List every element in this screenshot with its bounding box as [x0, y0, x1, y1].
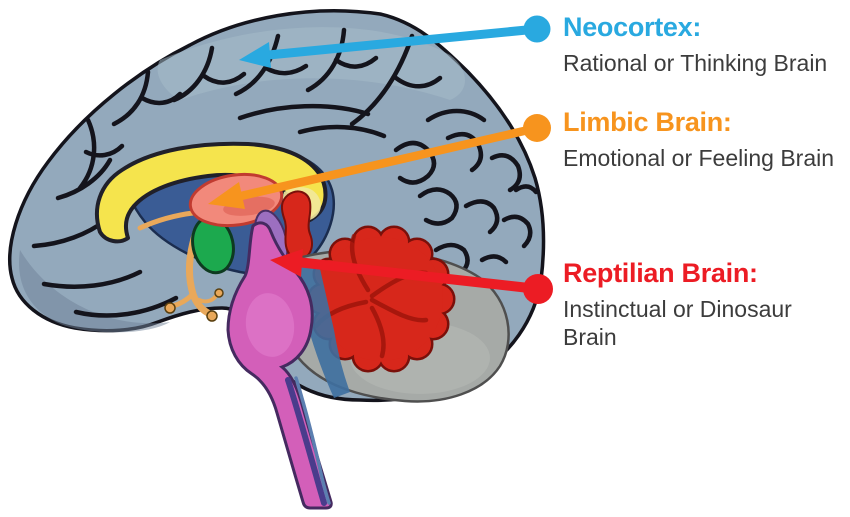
cortex-shadow — [19, 250, 170, 333]
neocortex-label: Neocortex: Rational or Thinking Brain — [563, 12, 850, 77]
ventricle-wedge-shape — [300, 260, 350, 398]
reptilian-title: Reptilian Brain: — [563, 258, 758, 288]
reptilian-label: Reptilian Brain: Instinctual or Dinosaur… — [563, 258, 850, 351]
neocortex-dot — [523, 15, 551, 43]
limbic-callout — [208, 114, 551, 209]
limbic-title: Limbic Brain: — [563, 107, 732, 137]
sulci-lines — [31, 27, 539, 318]
neocortex-arrowhead — [239, 42, 271, 68]
spinal-cord-stripe — [285, 377, 327, 506]
pons-highlight — [245, 293, 295, 357]
spinal-cord-blue-stripe — [294, 376, 331, 505]
limbic-label: Limbic Brain: Emotional or Feeling Brain — [563, 107, 850, 172]
neocortex-subtitle: Rational or Thinking Brain — [563, 50, 828, 77]
reptilian-subtitle: Instinctual or Dinosaur Brain — [563, 296, 792, 351]
reptilian-arrowhead — [270, 249, 303, 277]
limbic-dot — [523, 114, 551, 142]
reptilian-dot — [523, 274, 553, 304]
midbrain-red-shape — [280, 190, 313, 261]
limbic-arrowhead — [208, 182, 245, 209]
mammillary-dots — [164, 288, 224, 322]
neocortex-callout — [239, 15, 551, 68]
neocortex-title: Neocortex: — [563, 12, 702, 42]
reptilian-callout — [270, 249, 553, 304]
limbic-subtitle: Emotional or Feeling Brain — [563, 145, 835, 172]
